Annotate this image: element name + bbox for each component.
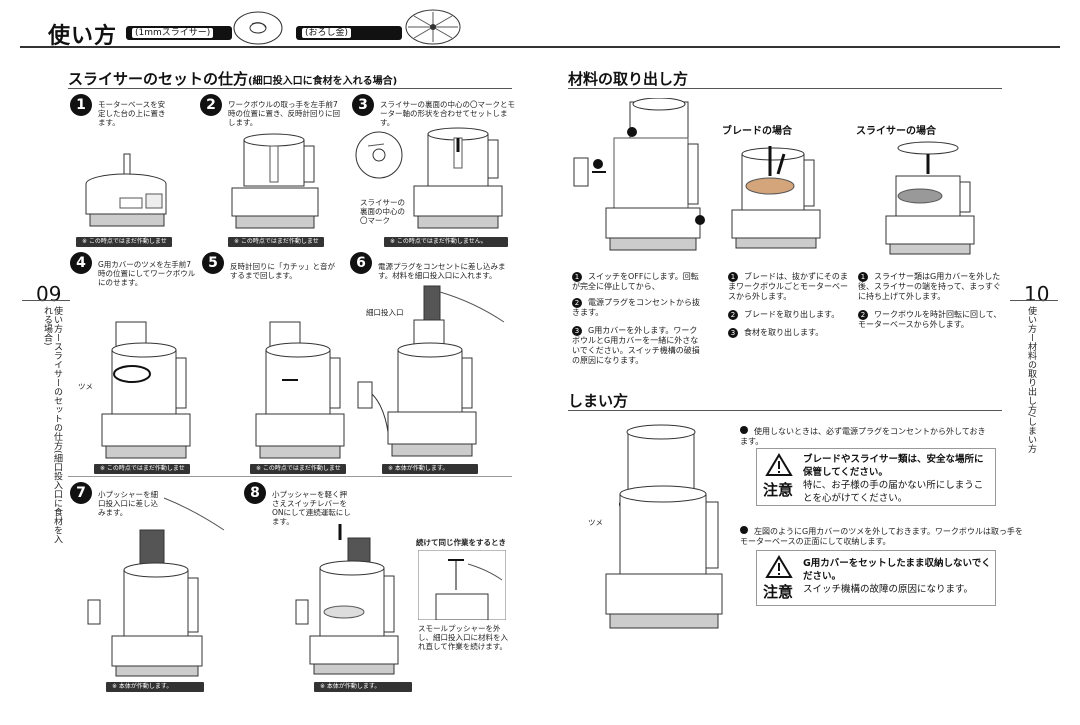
row-divider [68,476,512,477]
step-note-6: ※ 本体が作動します。 [382,464,478,474]
step-note-1: ※ この時点ではまだ作動しません。 [76,237,172,255]
warning-box-2: 注意 G用カバーをセットしたまま収納しないでください。 スイッチ機構の故障の原因… [756,550,996,606]
step-text-5: 反時計回りに「カチッ」と音がするまで回します。 [230,262,335,280]
step-note-2: ※ この時点ではまだ作動しません。 [228,237,324,255]
warning-text-2: G用カバーをセットしたまま収納しないでください。 スイッチ機構の故障の原因になり… [803,558,991,595]
step-note-7: ※ 本体が作動します。 [106,682,204,692]
page-title: 使い方 [48,24,118,49]
step-note-5: ※ この時点ではまだ作動しません。 [250,464,346,482]
step-number-6: 6 [350,252,372,274]
slicer-underside-illustration [355,131,403,179]
cover-rotate-illustration [255,321,345,459]
step-number-1: 1 [70,94,92,116]
step-number-2: 2 [200,94,222,116]
left-side-caption: 使い方ースライサーのセットの仕方(細口投入口に食材を入れる場合) [42,306,62,544]
removal-heading-rule [568,88,1002,89]
right-page-number: 10 [1024,282,1050,306]
step-note-4: ※ この時点ではまだ作動しません。 [94,464,190,482]
switch-on-illustration [295,524,399,675]
step-number-8: 8 [244,482,266,504]
step-text-3: スライサーの裏面の中心の〇マークとモーター軸の形状を合わせてセットします。 [380,100,515,127]
storage-tsume-label: ツメ [588,518,603,527]
continue-text: スモールプッシャーを外し、細口投入口に材料を入れ直して作業を続けます。 [418,624,508,651]
storage-illustration [605,424,723,629]
step-text-1: モーターベースを安定した台の上に置きます。 [98,100,166,127]
blade-heading: ブレードの場合 [722,126,792,137]
left-heading-rule [68,88,512,89]
left-section-heading: スライサーのセットの仕方(細口投入口に食材を入れる場合) [68,70,398,88]
caution-label: 注意 [763,481,794,499]
storage-heading-rule [568,410,1002,411]
step-number-5: 5 [202,252,224,274]
slicer-heading: スライサーの場合 [856,126,936,137]
warning-icon [765,555,793,578]
continue-heading: 続けて同じ作業をするとき [416,538,506,547]
storage-heading: しまい方 [568,392,629,410]
slicer-set-illustration [413,127,503,229]
mark-label: スライサーの裏面の中心の〇マーク [360,198,405,225]
removal-illustration [573,98,705,251]
cover-set-illustration [101,321,191,459]
warning-icon [765,453,793,476]
grater-disc-icon [405,9,461,45]
feed-tube-label: 細口投入口 [366,308,404,317]
caution-label: 注意 [763,583,794,601]
pusher-insert-illustration [87,497,225,677]
step-number-7: 7 [70,482,92,504]
left-page-rule [22,300,70,301]
right-page-rule [1010,300,1058,301]
motor-base-illustration [85,153,167,227]
workbowl-illustration [231,133,319,229]
step-note-3: ※ この時点ではまだ作動しません。 [384,237,508,247]
removal-heading: 材料の取り出し方 [568,70,689,88]
slicer-tag: (1mmスライサー) [126,26,232,40]
step-number-3: 3 [352,94,374,116]
blade-removal-illustration [731,146,821,249]
left-page-number: 09 [36,282,62,306]
step-number-4: 4 [70,252,92,274]
slicer-removal-illustration [885,141,975,255]
warning-text-1: ブレードやスライサー類は、安全な場所に保管してください。 特に、お子様の手の届か… [803,454,984,504]
storage-note-1: 使用しないときは、必ず電源プラグをコンセントから外しておきます。 [740,426,986,446]
header-rule [20,46,1060,48]
warning-box-1: 注意 ブレードやスライサー類は、安全な場所に保管してください。 特に、お子様の手… [756,448,996,506]
step-text-4: G用カバーのツメを左手前7時の位置にしてワークボウルにのせます。 [98,260,196,287]
step-text-8: 小プッシャーを軽く押さえスイッチレバーをONにして連続運転にします。 [272,490,351,526]
step-text-6: 電源プラグをコンセントに差し込みます。材料を細口投入口に入れます。 [378,262,506,280]
grater-tag: (おろし金) [296,26,402,40]
storage-note-2: 左図のようにG用カバーのツメを外しておきます。ワークボウルは取っ手をモーターベー… [740,526,1023,546]
step-text-7: 小プッシャーを細口投入口に差し込みます。 [98,490,158,517]
slicer-disc-icon [233,11,283,45]
step-text-2: ワークボウルの取っ手を左手前7時の位置に置き、反時計回りに回します。 [228,100,340,127]
step-note-8: ※ 本体が作動します。 [314,682,412,692]
tsume-label: ツメ [78,382,93,391]
plug-in-illustration [357,285,505,457]
right-side-caption: 使い方ー材料の取り出し方/しまい方 [1026,306,1036,454]
continue-illustration [418,550,506,620]
